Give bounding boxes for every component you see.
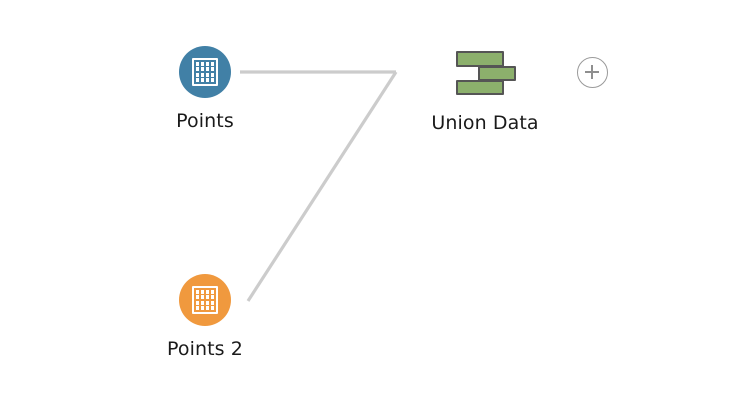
node-union-data[interactable]: Union Data xyxy=(425,48,545,134)
union-icon-bar-top xyxy=(456,51,504,67)
edge-points2-to-union xyxy=(246,71,398,302)
node-points-label: Points xyxy=(176,110,234,132)
node-union-data-label: Union Data xyxy=(431,112,539,134)
union-node-icon[interactable] xyxy=(454,48,516,100)
plus-circle-icon-vertical xyxy=(591,65,594,79)
union-icon-bar-bottom xyxy=(456,80,504,95)
union-icon-bar-middle xyxy=(478,66,516,81)
add-step-button[interactable] xyxy=(577,57,608,88)
points-node-icon[interactable] xyxy=(179,46,231,98)
node-points-2-label: Points 2 xyxy=(166,338,243,360)
table-grid-icon xyxy=(192,58,218,86)
points-2-node-icon[interactable] xyxy=(179,274,231,326)
table-grid-icon xyxy=(192,286,218,314)
node-points[interactable]: Points xyxy=(149,46,261,132)
node-points-2[interactable]: Points 2 xyxy=(149,274,261,360)
